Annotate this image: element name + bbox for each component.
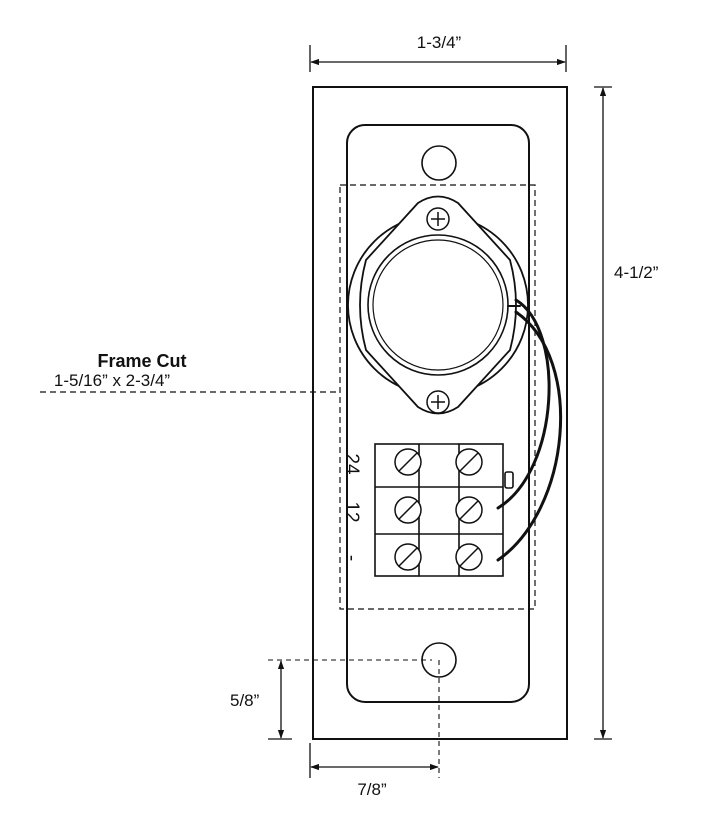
top-width-label: 1-3/4” <box>417 33 462 52</box>
terminal-screw-12-right <box>455 496 483 524</box>
frame-cut-outline <box>339 184 536 610</box>
horizontal-offset-label: 7/8” <box>357 780 387 799</box>
terminal-screw-24-left <box>394 448 422 476</box>
buzzer-face <box>372 239 504 371</box>
buzzer-wires <box>496 298 563 562</box>
terminal-label-12: 12 <box>341 501 362 522</box>
height-label: 4-1/2” <box>614 263 659 282</box>
terminal-label-24: 24 <box>341 453 362 475</box>
terminal-screw-neg-left <box>394 543 422 571</box>
buzzer-flange <box>359 195 517 415</box>
vertical-offset-dimension <box>268 660 292 740</box>
flange-screw-top <box>426 207 450 231</box>
outer-plate <box>312 86 568 740</box>
terminal-screw-24-right <box>455 448 483 476</box>
top-screw-hole <box>421 145 457 181</box>
vertical-offset-label: 5/8” <box>230 691 260 710</box>
mounting-plate <box>346 124 530 703</box>
terminal-label-negative: - <box>341 555 362 561</box>
height-dimension <box>594 86 612 740</box>
flange-screw-bottom <box>426 390 450 414</box>
terminal-screw-neg-right <box>455 543 483 571</box>
terminal-screw-12-left <box>394 496 422 524</box>
frame-cut-size: 1-5/16” x 2-3/4” <box>54 371 171 390</box>
frame-cut-title: Frame Cut <box>97 351 186 371</box>
top-width-dimension <box>309 45 567 72</box>
horizontal-offset-dimension <box>309 743 439 778</box>
